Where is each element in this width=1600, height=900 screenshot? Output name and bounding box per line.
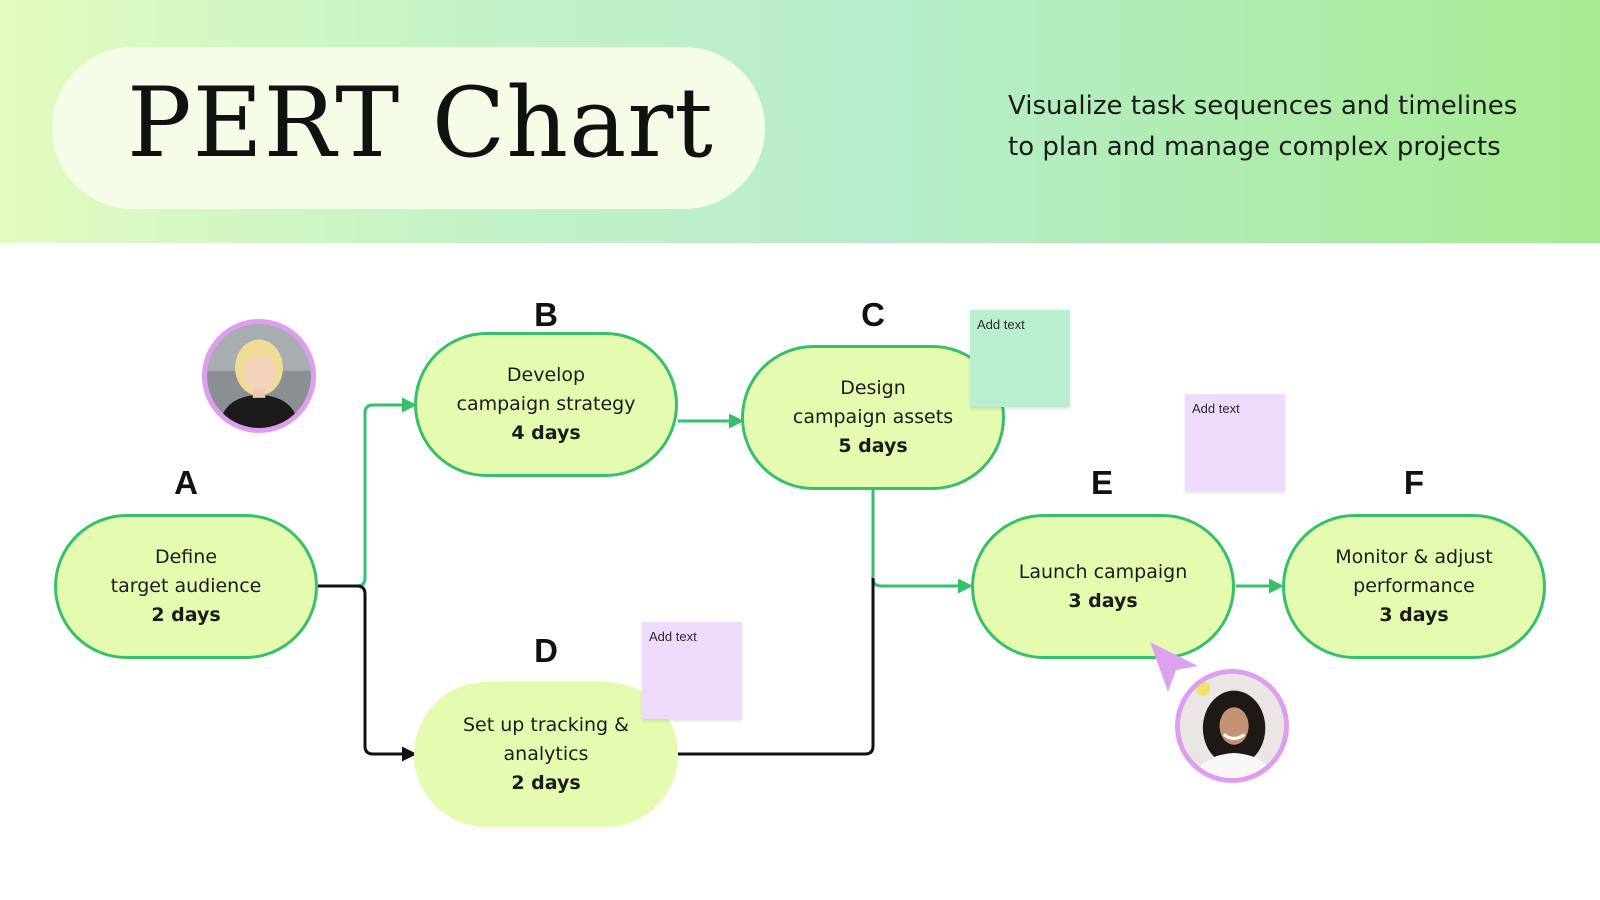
node-e-duration: 3 days bbox=[1068, 589, 1138, 612]
node-a-line1: Define bbox=[154, 546, 218, 568]
edge-a-to-d[interactable] bbox=[318, 584, 417, 762]
header-banner: PERT Chart Visualize task sequences and … bbox=[0, 0, 1600, 243]
avatar-curly-hair-person-icon bbox=[1175, 669, 1289, 783]
avatar-blonde-person-illustration bbox=[207, 324, 311, 428]
edge-d-to-e[interactable] bbox=[678, 578, 875, 756]
node-a-letter: A bbox=[174, 464, 198, 501]
node-c[interactable]: Design campaign assets 5 days bbox=[741, 345, 1005, 490]
node-d-line2: analytics bbox=[503, 743, 589, 765]
sticky-note-near-c[interactable]: Add text bbox=[970, 310, 1070, 407]
node-e-letter: E bbox=[1090, 464, 1113, 501]
node-b[interactable]: Develop campaign strategy 4 days bbox=[414, 332, 678, 477]
node-d[interactable]: Set up tracking & analytics 2 days bbox=[414, 682, 678, 827]
node-f-letter: F bbox=[1403, 464, 1425, 501]
node-e[interactable]: Launch campaign 3 days bbox=[971, 514, 1235, 659]
node-c-line2: campaign assets bbox=[792, 406, 954, 428]
node-f[interactable]: Monitor & adjust performance 3 days bbox=[1282, 514, 1546, 659]
node-b-line2: campaign strategy bbox=[456, 393, 636, 415]
node-f-line1: Monitor & adjust bbox=[1335, 546, 1493, 568]
subtitle-line-2: to plan and manage complex projects bbox=[1008, 132, 1501, 162]
avatar-blonde-person-icon bbox=[202, 319, 316, 433]
edge-c-to-e[interactable] bbox=[871, 490, 973, 594]
sticky-note-near-d[interactable]: Add text bbox=[642, 622, 742, 719]
title-pill: PERT Chart bbox=[52, 47, 765, 209]
node-b-line1: Develop bbox=[506, 364, 586, 386]
node-e-line1: Launch campaign bbox=[1018, 560, 1188, 583]
node-f-line2: performance bbox=[1353, 575, 1475, 597]
edge-a-to-b[interactable] bbox=[318, 397, 417, 588]
sticky-note-near-e[interactable]: Add text bbox=[1185, 394, 1285, 491]
node-a-line2: target audience bbox=[110, 575, 262, 597]
node-f-duration: 3 days bbox=[1379, 604, 1449, 626]
node-a-duration: 2 days bbox=[151, 604, 221, 626]
node-c-letter: C bbox=[861, 296, 885, 333]
node-c-duration: 5 days bbox=[838, 435, 908, 457]
avatar-curly-hair-person-illustration bbox=[1180, 674, 1284, 778]
subtitle-line-1: Visualize task sequences and timelines bbox=[1008, 91, 1518, 121]
node-c-line1: Design bbox=[840, 377, 906, 399]
page-title[interactable]: PERT Chart bbox=[127, 67, 714, 179]
node-b-letter: B bbox=[534, 296, 558, 333]
node-d-line1: Set up tracking & bbox=[463, 714, 629, 736]
node-a[interactable]: Define target audience 2 days bbox=[54, 514, 318, 659]
page-subtitle[interactable]: Visualize task sequences and timelines t… bbox=[1008, 86, 1568, 168]
node-d-duration: 2 days bbox=[511, 772, 581, 794]
node-d-letter: D bbox=[534, 632, 558, 669]
pointer-cursor-icon bbox=[1150, 642, 1198, 692]
node-b-duration: 4 days bbox=[511, 422, 581, 444]
